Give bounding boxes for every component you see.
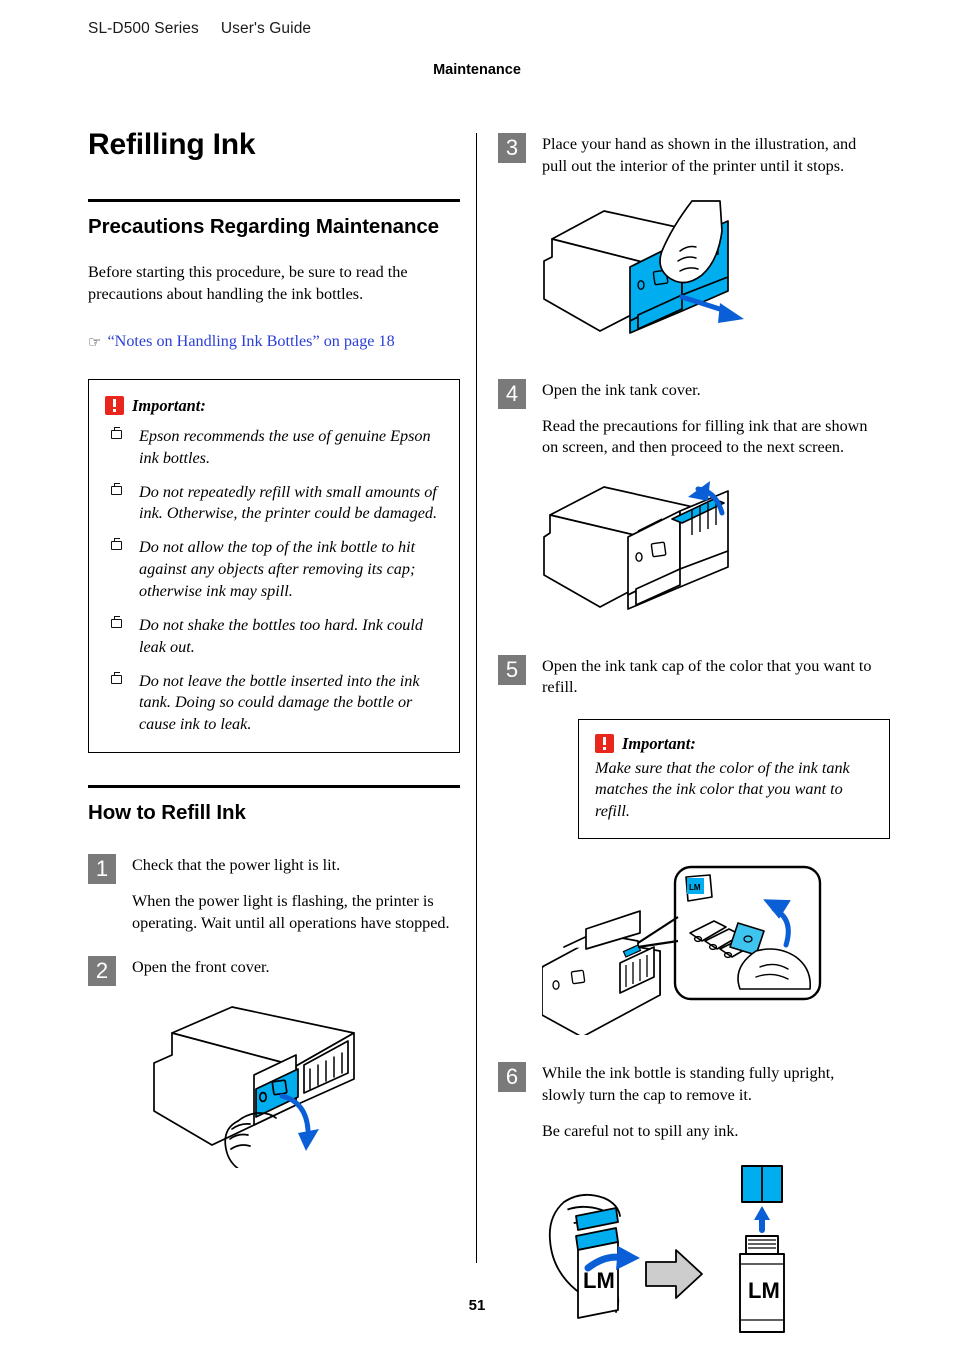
section-heading-how-to-refill: How to Refill Ink <box>88 801 246 825</box>
list-item-text: Do not shake the bottles too hard. Ink c… <box>139 615 423 656</box>
list-item-text: Do not allow the top of the ink bottle t… <box>139 538 416 600</box>
important-note-header: Important: <box>105 396 443 416</box>
list-item: Do not leave the bottle inserted into th… <box>105 671 443 737</box>
step-text: Open the ink tank cover. <box>542 381 701 400</box>
checkbox-bullet-icon <box>111 482 122 495</box>
step-text: Place your hand as shown in the illustra… <box>542 135 857 175</box>
running-header: SL-D500 Series User's Guide <box>88 20 311 38</box>
printer-front-cover-open-illustration <box>132 993 460 1177</box>
running-header-chapter: Maintenance <box>433 62 521 78</box>
printer-ink-tank-cover-open-illustration <box>542 477 878 627</box>
exclamation-icon <box>105 396 124 416</box>
step-text: While the ink bottle is standing fully u… <box>542 1064 835 1105</box>
pointing-hand-icon: ☞ <box>88 335 102 352</box>
step-body: While the ink bottle is standing fully u… <box>542 1062 878 1343</box>
cross-reference-link[interactable]: ☞ “Notes on Handling Ink Bottles” on pag… <box>88 331 460 353</box>
running-header-guide: User's Guide <box>220 20 312 37</box>
step-text: Read the precautions for filling ink tha… <box>542 416 868 457</box>
checkbox-bullet-icon <box>111 538 122 551</box>
ink-bottle-remove-cap-illustration: LM <box>542 1158 878 1343</box>
step-number: 6 <box>498 1062 526 1093</box>
list-item-text: Do not leave the bottle inserted into th… <box>139 671 420 734</box>
step-number: 5 <box>498 654 526 685</box>
step-body: Place your hand as shown in the illustra… <box>542 133 878 349</box>
step-body: Open the ink tank cover. Read the precau… <box>542 379 878 627</box>
page-title: Refilling Ink <box>88 128 256 161</box>
step-1: 1 Check that the power light is lit. Whe… <box>88 854 460 934</box>
block-arrow-icon <box>645 1249 703 1300</box>
important-note-label: Important: <box>132 395 206 415</box>
important-note-text: Make sure that the color of the ink tank… <box>595 758 850 820</box>
important-note-header: Important: <box>595 734 873 754</box>
ink-bottle-label-right: LM <box>748 1278 780 1303</box>
list-item-text: Do not repeatedly refill with small amou… <box>139 482 438 523</box>
list-item: Do not shake the bottles too hard. Ink c… <box>105 615 443 659</box>
left-column: Refilling Ink Precautions Regarding Main… <box>88 128 460 1177</box>
step-4: 4 Open the ink tank cover. Read the prec… <box>498 379 878 627</box>
exclamation-icon <box>595 734 614 754</box>
callout-ink-color-label: LM <box>689 883 701 892</box>
step-text: Check that the power light is lit. <box>132 856 341 875</box>
step-number: 1 <box>88 854 116 885</box>
checkbox-bullet-icon <box>111 426 122 439</box>
section-rule <box>88 785 460 789</box>
step-text: Be careful not to spill any ink. <box>542 1121 739 1140</box>
important-note-box: Important: Epson recommends the use of g… <box>88 378 460 754</box>
list-item: Do not allow the top of the ink bottle t… <box>105 537 443 603</box>
step-body: Open the ink tank cap of the color that … <box>541 655 890 1041</box>
step-text: Open the ink tank cap of the color that … <box>542 656 872 697</box>
ink-tank-cap-open-callout-illustration: LM <box>541 855 890 1040</box>
cross-reference-link-text[interactable]: “Notes on Handling Ink Bottles” on page … <box>107 332 395 351</box>
step-3: 3 Place your hand as shown in the illust… <box>498 133 878 349</box>
printer-pull-out-interior-illustration <box>542 199 878 349</box>
page-number: 51 <box>468 1297 486 1314</box>
important-note-label: Important: <box>622 733 696 753</box>
step-5: 5 Open the ink tank cap of the color tha… <box>498 654 890 1041</box>
column-divider <box>476 133 477 1263</box>
list-item: Epson recommends the use of genuine Epso… <box>105 426 443 470</box>
list-item-text: Epson recommends the use of genuine Epso… <box>139 426 431 467</box>
checkbox-bullet-icon <box>111 615 122 628</box>
step-number: 2 <box>88 956 116 987</box>
step-text: When the power light is flashing, the pr… <box>132 891 450 932</box>
step-number: 4 <box>498 379 526 410</box>
checkbox-bullet-icon <box>111 671 122 684</box>
step-body: Check that the power light is lit. When … <box>132 854 460 934</box>
step-6: 6 While the ink bottle is standing fully… <box>498 1062 878 1343</box>
list-item: Do not repeatedly refill with small amou… <box>105 482 443 526</box>
right-column: 3 Place your hand as shown in the illust… <box>498 133 890 1343</box>
intro-paragraph: Before starting this procedure, be sure … <box>88 263 408 303</box>
step-body: Open the front cover. <box>132 956 460 1177</box>
step-2: 2 Open the front cover. <box>88 956 460 1177</box>
running-header-model: SL-D500 Series <box>88 20 199 37</box>
important-note-list: Epson recommends the use of genuine Epso… <box>105 426 443 736</box>
step-number: 3 <box>498 133 526 163</box>
section-rule <box>88 199 460 202</box>
section-heading-precautions: Precautions Regarding Maintenance <box>88 215 439 238</box>
ink-bottle-label-left: LM <box>583 1268 615 1293</box>
step-text: Open the front cover. <box>132 958 270 977</box>
important-note-box: Important: Make sure that the color of t… <box>578 718 890 840</box>
